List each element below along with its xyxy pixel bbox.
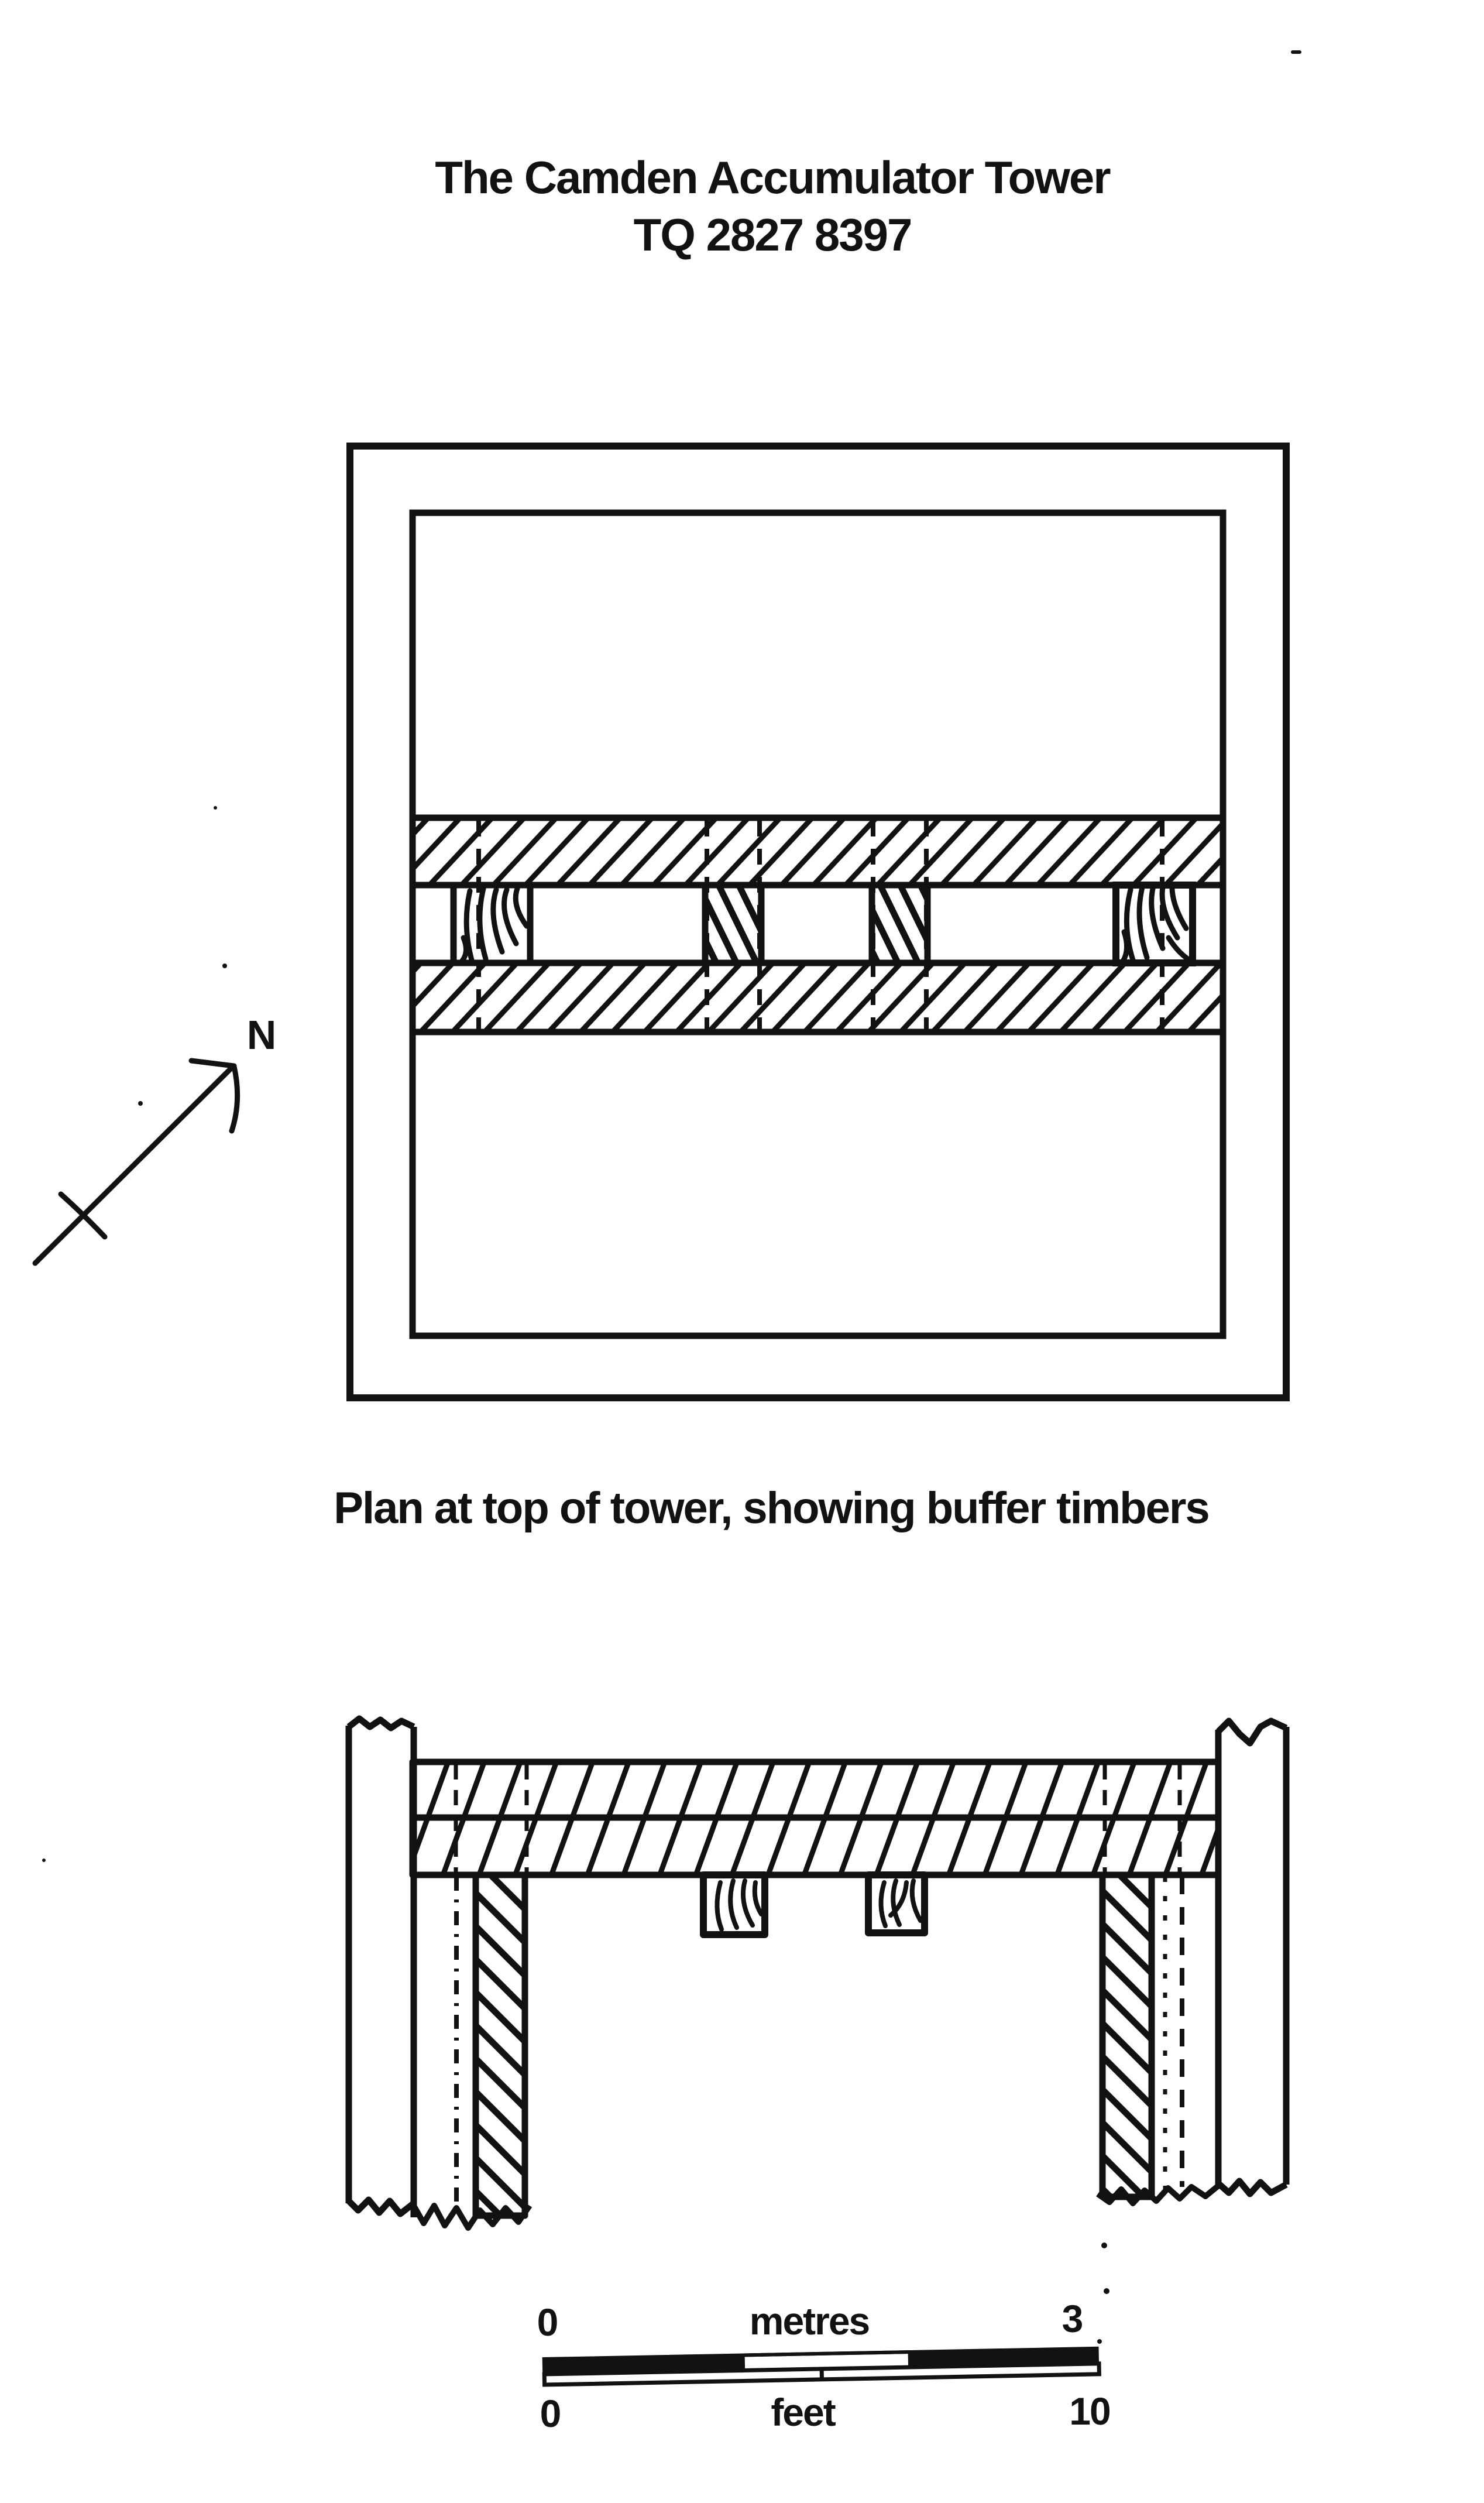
scan-artifacts — [42, 50, 1301, 2344]
break-line — [346, 1715, 415, 1731]
wood-grain — [1120, 884, 1191, 964]
timber-block-hatched — [868, 882, 931, 966]
section-beam-upper — [409, 1758, 1222, 1821]
break-line — [411, 2203, 533, 2231]
plan-hidden-lines — [476, 821, 1164, 1035]
scale-metres-unit: metres — [750, 2299, 869, 2343]
scale-bar-rules — [542, 2346, 1101, 2387]
plan-outer-wall — [346, 443, 1290, 1401]
north-arrow-tick — [58, 1191, 108, 1240]
break-line — [1216, 2178, 1288, 2197]
plan-inner-wall — [409, 509, 1227, 1339]
north-arrow-shaft — [32, 1064, 236, 1266]
wood-grain — [459, 886, 530, 964]
section-beam-lower — [409, 1814, 1222, 1878]
title-block: The Camden Accumulator Tower TQ 2827 839… — [435, 152, 1112, 260]
scale-metres-start: 0 — [537, 2300, 558, 2344]
scale-feet-start: 0 — [540, 2392, 561, 2435]
section-left-wall — [345, 1715, 417, 2217]
timber-block-hatched — [702, 882, 765, 966]
section-left-batten — [411, 1871, 533, 2231]
section-right-wall — [1215, 1717, 1290, 2197]
wood-grain — [878, 1878, 923, 1928]
north-arrow-head — [229, 1064, 241, 1134]
scale-feet-end: 10 — [1069, 2389, 1109, 2433]
section-right-batten — [1096, 1871, 1221, 2206]
break-line — [1216, 1717, 1288, 1747]
scale-bar: 0 metres 3 0 feet 10 — [537, 2297, 1111, 2435]
page-title: The Camden Accumulator Tower — [435, 152, 1111, 203]
wood-grain — [714, 1878, 764, 1932]
plan-beam-upper — [409, 814, 1227, 889]
grid-reference: TQ 2827 8397 — [634, 209, 912, 260]
plan-buffer-timbers — [450, 882, 1196, 966]
north-label: N — [247, 1012, 276, 1058]
scale-feet-unit: feet — [771, 2391, 836, 2434]
north-arrow: N — [32, 1012, 276, 1266]
section-beam-hidden-lines — [454, 1764, 1182, 1873]
break-line — [346, 2196, 416, 2217]
section-buffer-timbers — [700, 1871, 928, 1938]
break-line — [1096, 2183, 1221, 2206]
north-arrow-head — [188, 1058, 237, 1069]
plan-caption: Plan at top of tower, showing buffer tim… — [334, 1483, 1208, 1533]
scale-metres-end: 3 — [1062, 2297, 1083, 2340]
plan-beam-lower — [409, 959, 1227, 1036]
plan-drawing — [346, 443, 1290, 1401]
section-drawing — [345, 1715, 1290, 2231]
